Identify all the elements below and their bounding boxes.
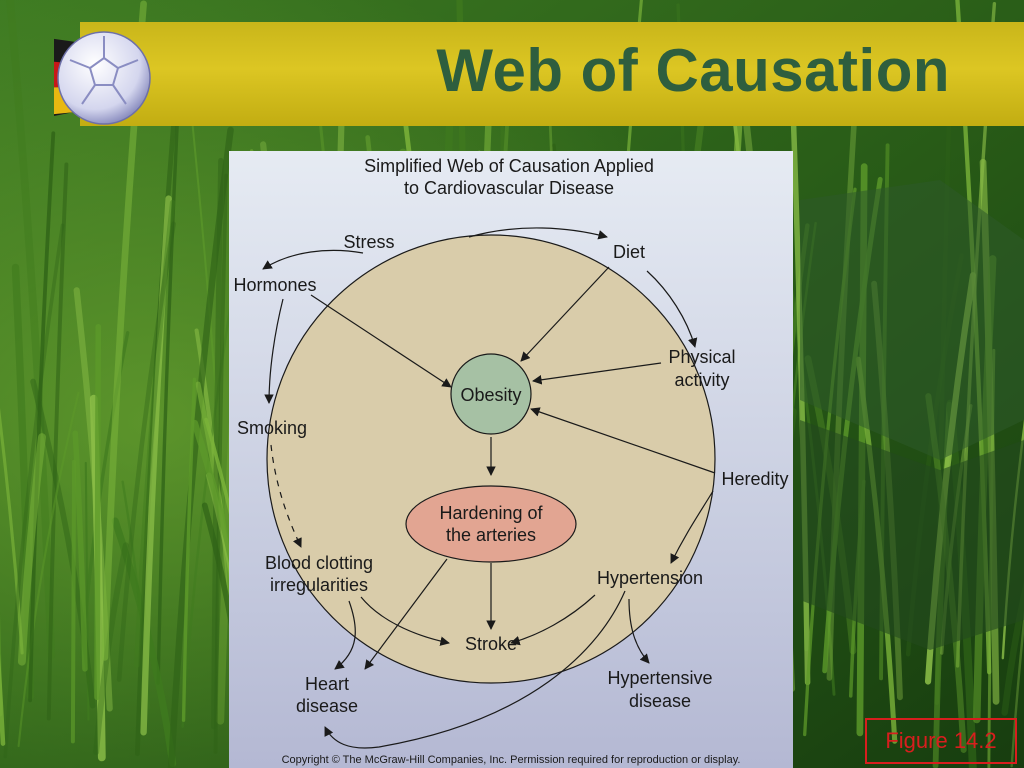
slide-title: Web of Causation (436, 37, 950, 104)
arrow-diet-to-physical (646, 270, 698, 348)
grass-blade (116, 221, 176, 682)
arrow-diet-to-obesity (520, 266, 610, 362)
label-heart-2: disease (296, 696, 358, 716)
grass-blade (111, 517, 177, 768)
obesity-node (450, 353, 532, 435)
soccer-ball-icon (54, 31, 151, 125)
label-hardening-2: the arteries (446, 525, 536, 545)
label-hyperdis-1: Hypertensive (607, 668, 712, 688)
diagram-title-line1: Simplified Web of Causation Applied (364, 156, 654, 176)
copyright-note: Copyright © The McGraw-Hill Companies, I… (282, 754, 741, 766)
hardening-node (405, 485, 577, 563)
arrow-hypertension-to-heart (324, 590, 626, 749)
grass-blade (6, 0, 56, 660)
grass-blade (1010, 610, 1024, 768)
label-physical-2: activity (674, 370, 729, 390)
arrow-heredity-to-obesity (530, 407, 716, 474)
grass-blade (94, 323, 102, 701)
label-diet: Diet (613, 242, 645, 262)
arrow-blood-to-heart (334, 600, 356, 670)
diagram-title-line2: to Cardiovascular Disease (404, 178, 614, 198)
grass-blade (17, 391, 80, 748)
arrow-stress-to-hormones (262, 249, 364, 270)
label-hardening-1: Hardening of (439, 503, 543, 523)
arrow-hypertension-to-hyperdis (628, 598, 650, 664)
arrow-blood-to-stroke (360, 596, 450, 646)
label-hormones: Hormones (233, 275, 316, 295)
figure-label: Figure 14.2 (865, 718, 1017, 764)
label-hypertension: Hypertension (597, 568, 703, 588)
title-banner (80, 22, 1024, 126)
causation-diagram: Simplified Web of Causation Applied to C… (233, 156, 788, 766)
grass-blade (72, 430, 88, 672)
arrow-hardening-to-heart (364, 558, 448, 670)
label-stress: Stress (343, 232, 394, 252)
grass-blade (0, 407, 24, 655)
arrow-hormones-to-smoking (264, 298, 284, 404)
grass-blade (211, 157, 224, 730)
arrows (262, 227, 716, 749)
grass-blade (3, 223, 65, 759)
label-smoking: Smoking (237, 418, 307, 438)
arrow-heredity-to-hypertension (670, 490, 714, 564)
arrow-stress-to-diet (468, 227, 608, 240)
grass-blade (156, 118, 180, 685)
grass-blade (46, 162, 69, 721)
grass-blade (70, 459, 77, 744)
grass-blade (84, 461, 90, 721)
grass-blade (11, 263, 34, 700)
label-obesity: Obesity (460, 385, 521, 405)
grass-blade (17, 433, 46, 666)
grass-blade (140, 195, 172, 736)
grass-blade (134, 199, 176, 668)
label-physical-1: Physical (668, 347, 735, 367)
label-blood-1: Blood clotting (265, 553, 373, 573)
label-stroke: Stroke (465, 634, 517, 654)
grass-blade (28, 131, 56, 703)
arrow-hormones-to-obesity (310, 294, 452, 388)
arrow-physical-to-obesity (532, 362, 662, 385)
arrow-smoking-to-blood (270, 444, 302, 548)
label-hyperdis-2: disease (629, 691, 691, 711)
label-heart-1: Heart (305, 674, 349, 694)
label-blood-2: irregularities (270, 575, 368, 595)
arrow-hypertension-to-stroke (510, 594, 596, 646)
label-heredity: Heredity (721, 469, 788, 489)
